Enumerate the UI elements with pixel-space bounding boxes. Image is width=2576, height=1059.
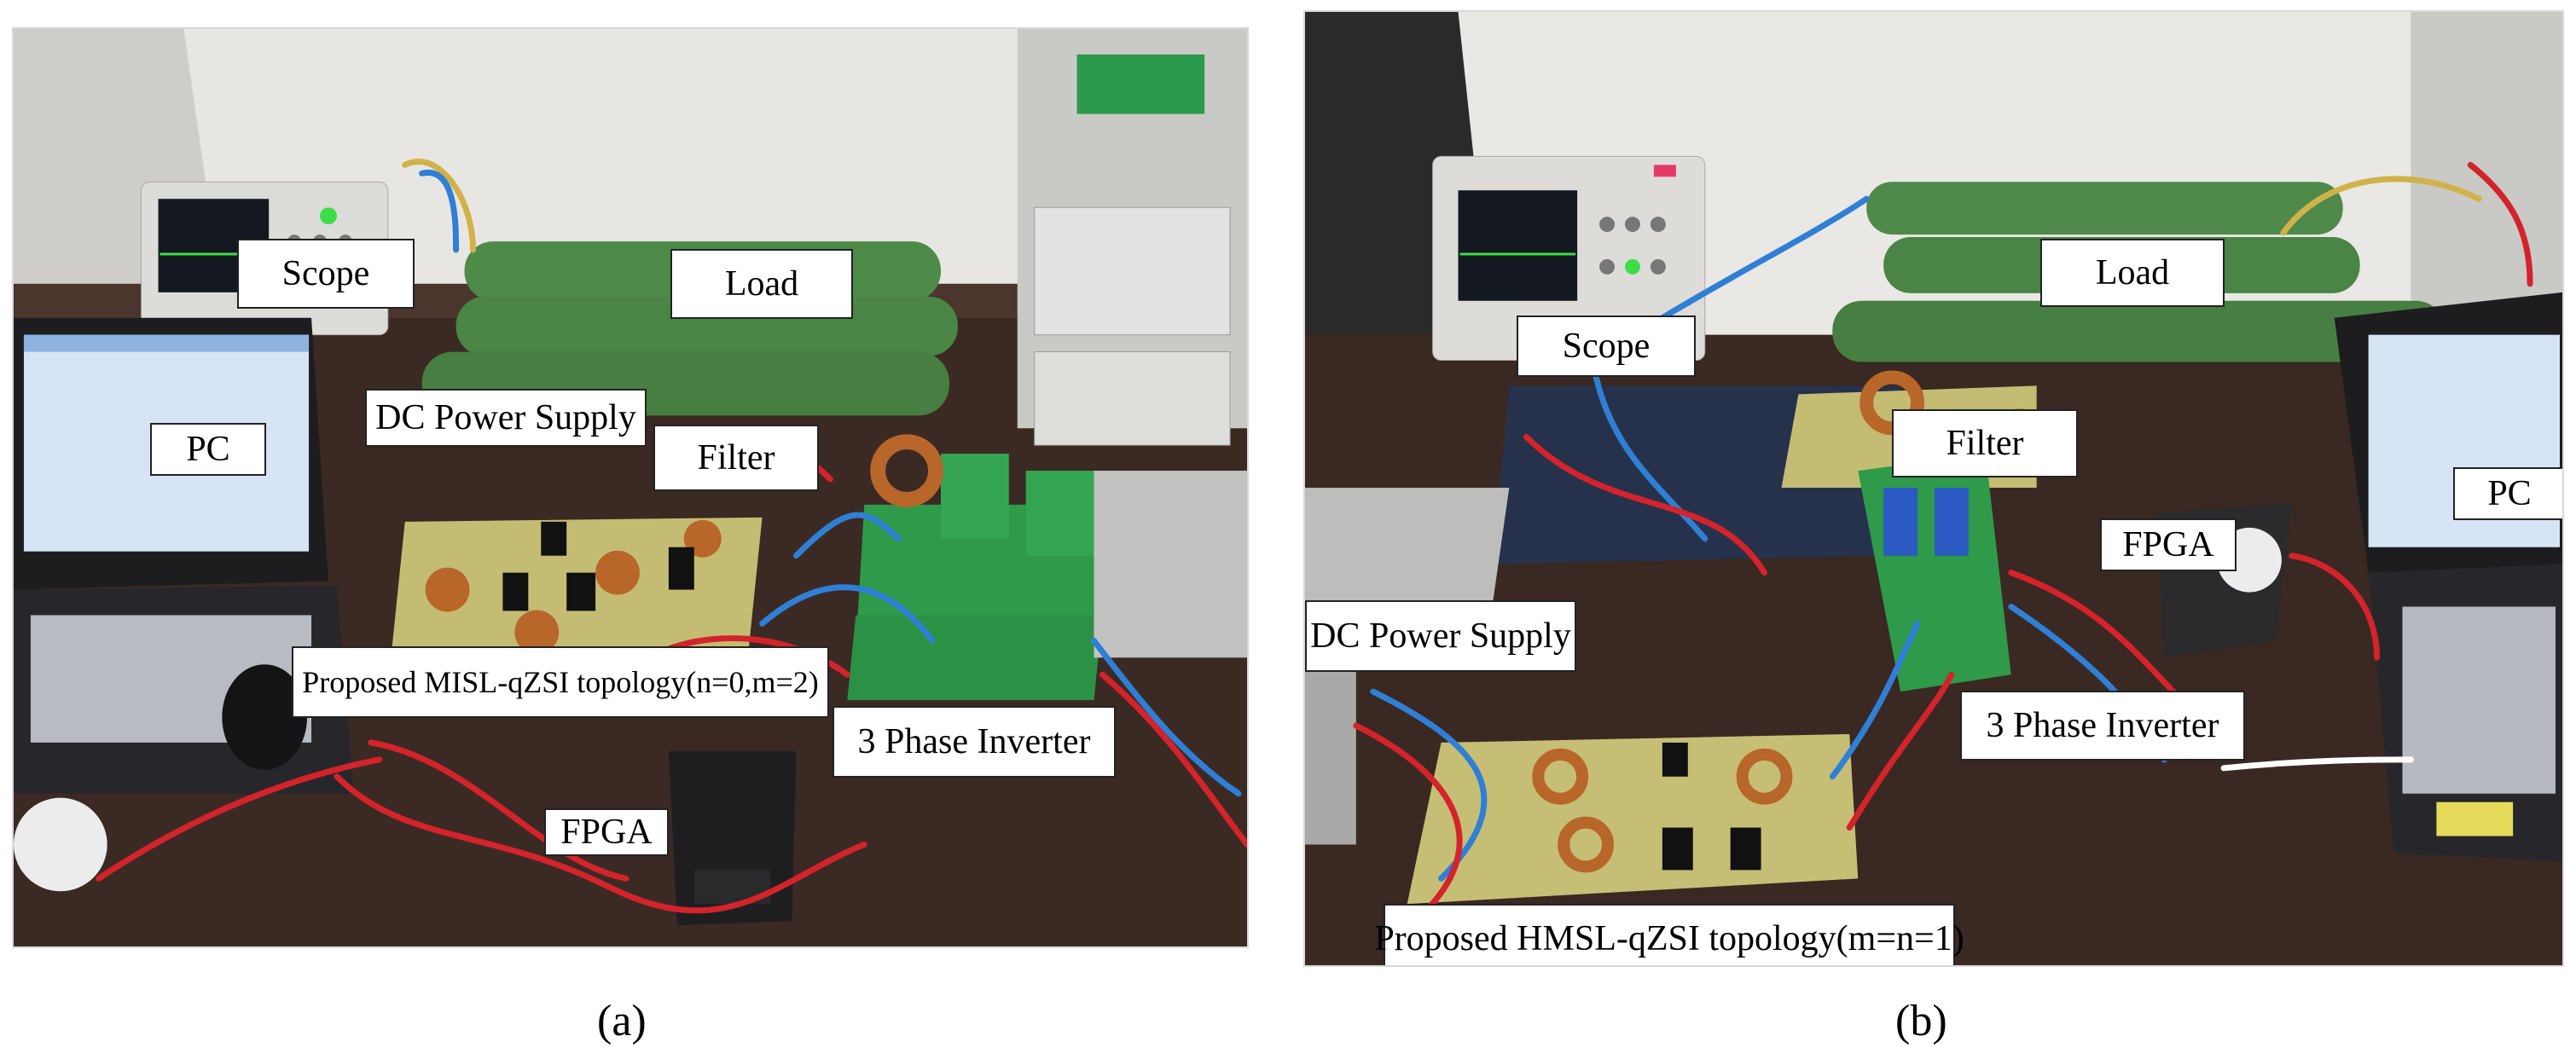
callout-topology: Proposed HMSL-qZSI topology(m=n=1)	[1374, 904, 1964, 965]
panel-label-b: (b)	[1895, 997, 1947, 1045]
callout-pc: PC	[2453, 467, 2562, 520]
photo-panel-a: Scope Load PC DC Power Supply Filter Pro…	[12, 27, 1249, 948]
callout-filter: Filter	[1892, 409, 2078, 477]
photo-panel-b: Scope Load Filter PC FPGA DC Power Suppl…	[1303, 10, 2564, 967]
callout-load: Load	[670, 249, 853, 319]
test-bench-photo-b	[1305, 12, 2562, 965]
callout-load: Load	[2040, 239, 2225, 307]
callout-dc-power-supply: DC Power Supply	[1305, 600, 1576, 672]
callout-inverter: 3 Phase Inverter	[833, 706, 1116, 778]
test-bench-photo-a	[14, 29, 1247, 946]
callout-scope: Scope	[1517, 315, 1696, 377]
callout-dc-power-supply: DC Power Supply	[365, 389, 647, 447]
callout-scope: Scope	[237, 239, 415, 309]
callout-fpga: FPGA	[544, 808, 669, 856]
callout-fpga: FPGA	[2100, 518, 2237, 571]
callout-pc: PC	[150, 423, 266, 476]
panel-label-a: (a)	[597, 997, 647, 1045]
callout-inverter: 3 Phase Inverter	[1960, 691, 2245, 761]
callout-topology: Proposed MISL-qZSI topology(n=0,m=2)	[292, 646, 829, 718]
callout-filter: Filter	[653, 425, 819, 491]
